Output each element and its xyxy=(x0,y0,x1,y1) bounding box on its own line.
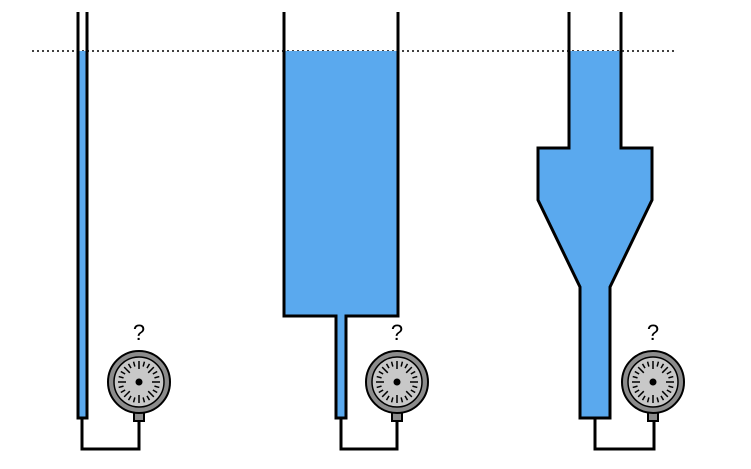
funnel-water xyxy=(538,51,652,418)
gauge-tick xyxy=(410,370,416,375)
gauge-tick xyxy=(412,375,418,379)
gauge-tick xyxy=(668,375,674,379)
gauge-tick xyxy=(147,366,155,374)
pressure-gauge-2: ? xyxy=(365,320,429,422)
gauge-tick xyxy=(634,389,640,394)
gauge-tick xyxy=(154,375,160,379)
gauge-tick xyxy=(410,389,416,394)
gauge-tick xyxy=(637,366,645,374)
gauge-tick xyxy=(400,397,404,403)
gauge-tick xyxy=(381,390,389,398)
narrow-tube-connecting-pipe xyxy=(80,418,141,451)
gauge-tick xyxy=(666,389,672,394)
gauge-tick xyxy=(661,366,669,374)
gauge-tick xyxy=(127,395,132,401)
narrow-tube-water xyxy=(78,51,87,418)
gauge-tick xyxy=(632,375,638,379)
gauge-tick xyxy=(152,370,158,375)
gauge-tick xyxy=(132,361,136,367)
gauge-tick xyxy=(632,385,638,389)
gauge-tick xyxy=(385,363,390,369)
gauge-tick xyxy=(376,375,382,379)
gauge-dial-ticks xyxy=(376,361,418,403)
vessel-narrow-tube xyxy=(76,12,141,451)
gauge-2-question-label: ? xyxy=(391,320,403,345)
gauge-tick xyxy=(661,390,669,398)
gauge-tick xyxy=(390,361,394,367)
vessel-wide-tank xyxy=(282,12,400,451)
gauge-tick xyxy=(120,370,126,375)
gauge-tick xyxy=(641,395,646,401)
gauge-tick xyxy=(132,397,136,403)
gauge-tick xyxy=(376,385,382,389)
gauge-tick xyxy=(660,395,665,401)
gauge-dial-ticks xyxy=(632,361,674,403)
gauge-tick xyxy=(400,361,404,367)
gauge-tick xyxy=(404,395,409,401)
gauge-tick xyxy=(118,375,124,379)
gauge-tick xyxy=(123,366,131,374)
gauge-tick xyxy=(412,385,418,389)
gauge-tick xyxy=(390,397,394,403)
wide-tank-water xyxy=(284,51,398,418)
gauge-tick xyxy=(656,397,660,403)
gauge-tick xyxy=(381,366,389,374)
gauge-tick xyxy=(405,366,413,374)
gauge-tick xyxy=(646,397,650,403)
pressure-gauge-3: ? xyxy=(621,320,685,422)
gauge-tick xyxy=(378,389,384,394)
gauge-tick xyxy=(668,385,674,389)
gauge-tick xyxy=(123,390,131,398)
gauge-tick xyxy=(142,361,146,367)
gauge-tick xyxy=(666,370,672,375)
gauge-tick xyxy=(646,361,650,367)
gauge-tick xyxy=(637,390,645,398)
gauge-needle-pivot xyxy=(135,378,143,386)
gauge-tick xyxy=(127,363,132,369)
wide-tank-connecting-pipe xyxy=(339,418,399,451)
gauge-1-question-label: ? xyxy=(133,320,145,345)
gauge-tick xyxy=(154,385,160,389)
gauge-3-question-label: ? xyxy=(647,320,659,345)
gauge-tick xyxy=(152,389,158,394)
gauge-tick xyxy=(660,363,665,369)
gauge-tick xyxy=(118,385,124,389)
gauge-tick xyxy=(656,361,660,367)
gauge-dial-ticks xyxy=(118,361,160,403)
gauge-tick xyxy=(378,370,384,375)
gauge-needle-pivot xyxy=(393,378,401,386)
gauge-tick xyxy=(142,397,146,403)
gauge-tick xyxy=(405,390,413,398)
funnel-connecting-pipe xyxy=(593,418,656,451)
gauge-tick xyxy=(385,395,390,401)
gauge-tick xyxy=(146,363,151,369)
gauge-tick xyxy=(634,370,640,375)
gauge-tick xyxy=(147,390,155,398)
gauge-tick xyxy=(146,395,151,401)
gauge-tick xyxy=(641,363,646,369)
vessel-funnel xyxy=(536,12,656,451)
gauge-tick xyxy=(120,389,126,394)
pressure-gauge-1: ? xyxy=(107,320,171,422)
gauge-tick xyxy=(404,363,409,369)
gauge-needle-pivot xyxy=(649,378,657,386)
